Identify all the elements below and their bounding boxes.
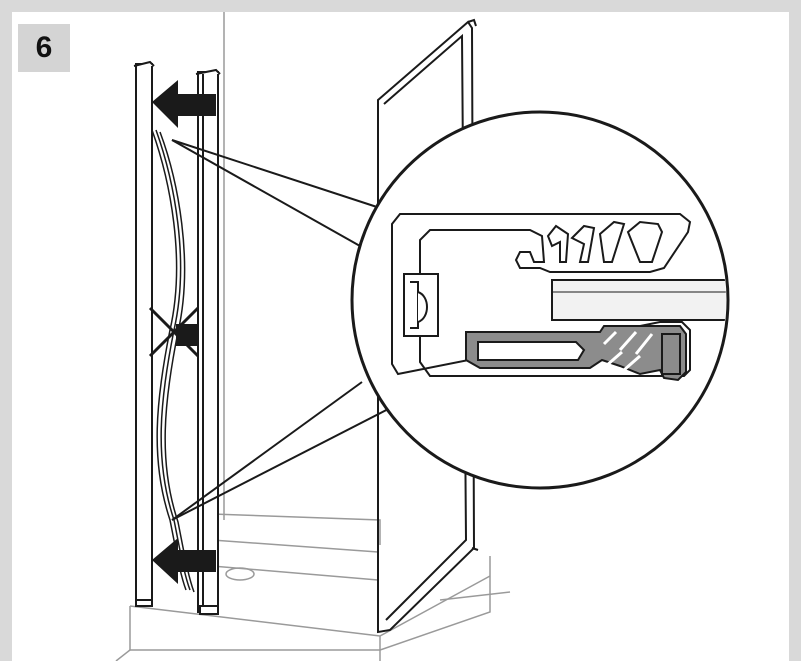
bowed-seal [151,129,195,593]
detail-magnifier [350,110,730,490]
arrow-left-icon [152,80,216,128]
cross-x-icon [148,306,200,358]
callout-lines [171,139,399,521]
arrow-left-icon [152,538,216,584]
step-number: 6 [35,31,53,64]
glass-edge [551,279,726,321]
shower-tray [115,513,511,661]
door-panel [133,60,221,615]
top-fins [546,220,664,263]
step-number-badge: 6 [18,24,70,72]
